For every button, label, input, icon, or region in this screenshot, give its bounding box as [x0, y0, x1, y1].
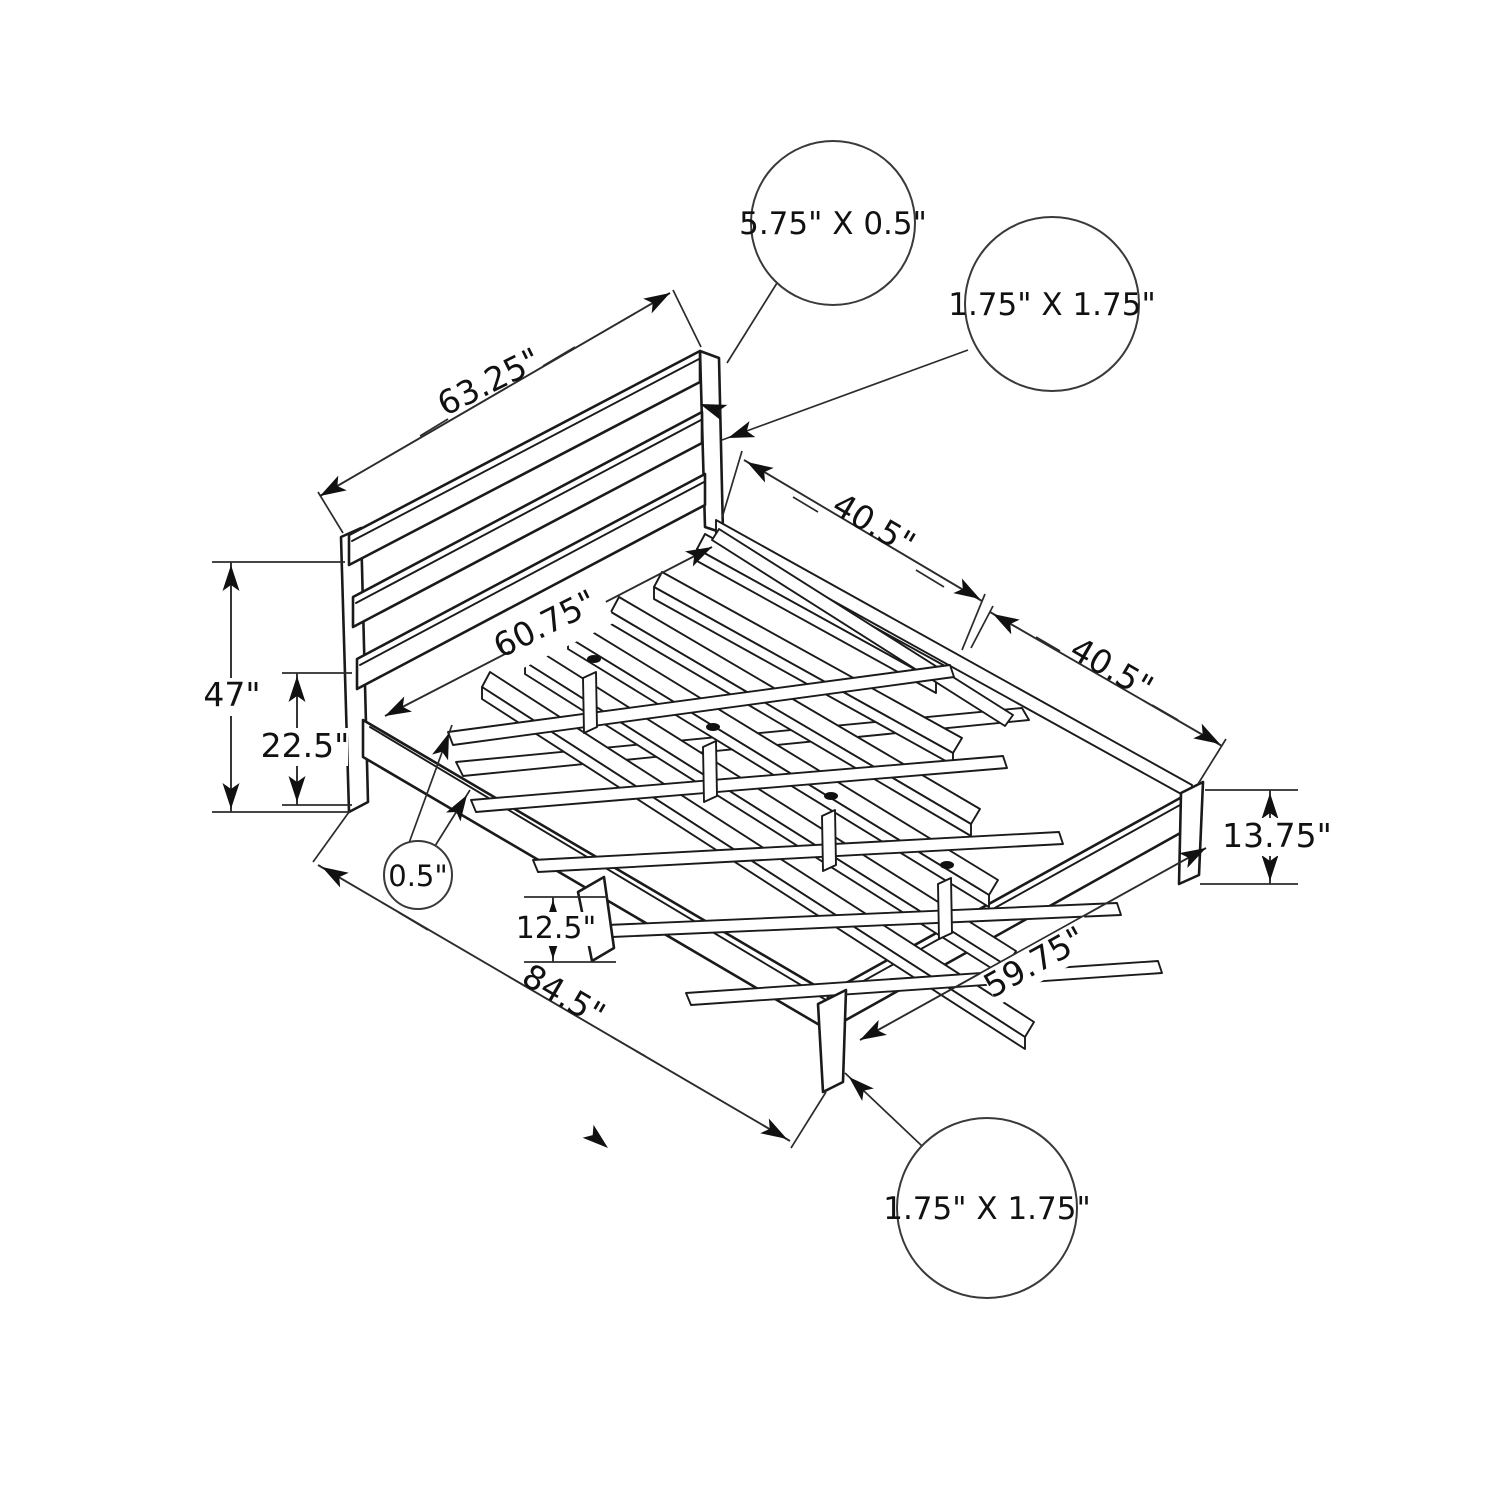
dim-foot-leg-height: 13.75"	[1200, 789, 1332, 885]
dim-headboard-lower-height: 22.5"	[261, 672, 352, 806]
headboard-slat-bottom	[355, 472, 707, 691]
callout-circle-foot-leg	[896, 1117, 1078, 1299]
headboard-slat-middle	[351, 410, 704, 629]
cross-brace	[532, 831, 1064, 873]
center-leg	[582, 671, 598, 734]
center-leg	[702, 740, 718, 803]
dim-label-frame-depth-top: 40.5"	[826, 485, 922, 564]
callout-label-foot-leg: 1.75" X 1.75"	[883, 1191, 1091, 1227]
headboard-assembly	[339, 349, 725, 814]
dim-label-bed-length: 84.5"	[516, 956, 612, 1034]
dowel-markers	[587, 655, 954, 869]
callout-slat-thickness: 0.5"	[383, 724, 475, 910]
foot-corner-leg	[816, 988, 848, 1094]
dim-label-headboard-height: 47"	[203, 675, 260, 714]
callout-circle-headboard-slat	[750, 140, 916, 306]
dim-label-foot-leg-height: 13.75"	[1222, 816, 1332, 855]
callout-foot-leg-section: 1.75" X 1.75"	[843, 1070, 1091, 1299]
callout-label-headboard-slat: 5.75" X 0.5"	[739, 206, 927, 242]
callout-label-headboard-post: 1.75" X 1.75"	[948, 287, 1156, 323]
dim-label-headboard-lower-height: 22.5"	[261, 726, 350, 765]
dim-label-rail-clearance: 12.5"	[516, 911, 597, 946]
callout-headboard-post-section: 1.75" X 1.75"	[721, 216, 1156, 446]
dim-rail-clearance: 12.5"	[512, 896, 616, 963]
bed-frame-illustration	[339, 349, 1205, 1094]
dim-label-headboard-width: 63.25"	[431, 340, 547, 424]
center-support-legs	[582, 671, 953, 940]
dim-headboard-height: 47"	[203, 561, 350, 813]
cross-brace	[470, 755, 1008, 813]
right-corner-leg	[1177, 780, 1205, 886]
center-leg	[821, 809, 837, 872]
callout-bubbles: 5.75" X 0.5" 1.75" X 1.75" 0.5" 1.75" X …	[383, 140, 1156, 1299]
callout-circle-slat-thickness	[383, 840, 453, 910]
headboard-slat-top	[347, 349, 702, 567]
callout-circle-headboard-post	[964, 216, 1140, 392]
dim-label-frame-depth-lower: 40.5"	[1064, 629, 1160, 707]
cross-brace	[447, 664, 955, 746]
callout-label-slat-thickness: 0.5"	[388, 859, 447, 893]
callout-headboard-slat-section: 5.75" X 0.5"	[726, 140, 927, 364]
center-leg	[937, 877, 953, 940]
